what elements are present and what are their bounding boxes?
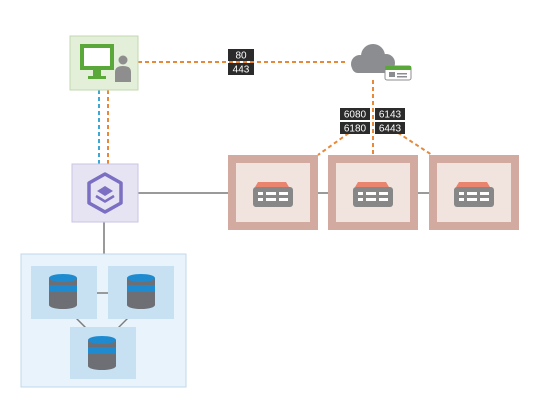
port-6080: 6080 bbox=[344, 110, 367, 121]
port-label-gateway-left: 6080 6180 bbox=[340, 108, 370, 135]
port-80: 80 bbox=[235, 51, 247, 62]
database-node-1[interactable] bbox=[31, 266, 97, 319]
database-icon bbox=[88, 336, 116, 370]
port-6180: 6180 bbox=[344, 124, 367, 135]
database-cluster[interactable] bbox=[20, 253, 187, 388]
gateway-server-icon bbox=[384, 65, 412, 81]
server-node-3[interactable] bbox=[429, 155, 519, 230]
database-icon bbox=[127, 274, 155, 309]
port-label-gateway-right: 6143 6443 bbox=[375, 108, 405, 135]
database-icon bbox=[49, 274, 77, 309]
port-6143: 6143 bbox=[379, 110, 402, 121]
server-icon bbox=[253, 182, 293, 207]
monitor-user-icon bbox=[80, 44, 131, 82]
stack-hexagon-icon bbox=[87, 172, 123, 214]
server-node-1[interactable] bbox=[228, 155, 318, 230]
database-node-3[interactable] bbox=[70, 327, 136, 379]
server-node-2[interactable] bbox=[328, 155, 418, 230]
server-icon bbox=[353, 182, 393, 207]
server-icon bbox=[454, 182, 494, 207]
controller-node[interactable] bbox=[71, 163, 139, 223]
database-node-2[interactable] bbox=[108, 266, 174, 319]
port-label-workstation-cloud: 80 443 bbox=[228, 49, 254, 76]
cloud-icon bbox=[351, 44, 395, 73]
workstation-node[interactable] bbox=[69, 35, 139, 91]
cloud-node[interactable] bbox=[351, 44, 412, 81]
port-6443: 6443 bbox=[379, 124, 402, 135]
port-443: 443 bbox=[233, 65, 250, 76]
